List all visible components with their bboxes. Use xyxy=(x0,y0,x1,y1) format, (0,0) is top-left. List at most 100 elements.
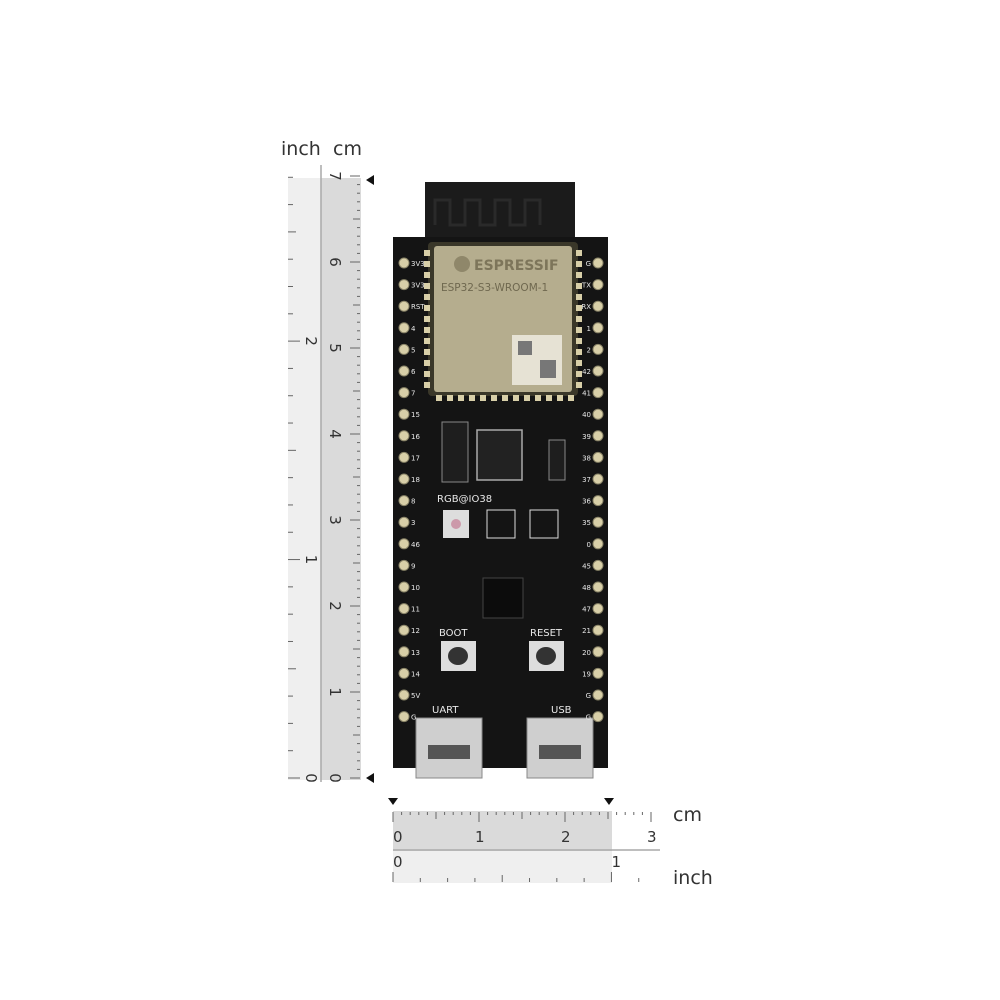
pin-label: RX xyxy=(581,303,591,311)
header-pin xyxy=(592,711,604,723)
header-pin xyxy=(592,300,604,312)
header-pin xyxy=(592,257,604,269)
module-pad xyxy=(576,305,582,311)
pin-label: 14 xyxy=(411,670,420,678)
module-pad xyxy=(576,338,582,344)
pin-label: 19 xyxy=(582,670,591,678)
usb-micro-usb-port[interactable] xyxy=(526,717,594,779)
header-pin xyxy=(398,711,410,723)
header-pin xyxy=(398,300,410,312)
module-pad xyxy=(546,395,552,401)
header-pin xyxy=(592,667,604,679)
module-pad xyxy=(535,395,541,401)
module-pad xyxy=(424,338,430,344)
pin-label: 2 xyxy=(587,346,591,354)
module-pad xyxy=(576,283,582,289)
inch-tick-label-h: 1 xyxy=(611,853,621,871)
header-pin xyxy=(592,365,604,377)
module-pad xyxy=(424,349,430,355)
module-pad xyxy=(436,395,442,401)
pin-label: 11 xyxy=(411,606,420,614)
cm-tick-label-h: 2 xyxy=(561,828,571,846)
inch-tick-label-h: 0 xyxy=(393,853,403,871)
pin-label: G xyxy=(586,692,591,700)
module-pad xyxy=(424,316,430,322)
cm-tick-label: 7 xyxy=(326,171,344,181)
header-pin xyxy=(592,473,604,485)
pin-label: 7 xyxy=(411,390,415,398)
pin-label: 41 xyxy=(582,390,591,398)
pin-label: 40 xyxy=(582,411,591,419)
pin-label: 36 xyxy=(582,498,591,506)
module-brand: ESPRESSIF xyxy=(474,258,559,274)
module-pad xyxy=(458,395,464,401)
header-pin xyxy=(398,451,410,463)
pin-label: 39 xyxy=(582,433,591,441)
pin-label: 21 xyxy=(582,627,591,635)
module-pad xyxy=(480,395,486,401)
header-pin xyxy=(398,365,410,377)
header-pin xyxy=(592,516,604,528)
uart-micro-usb-port[interactable] xyxy=(415,717,483,779)
header-pin xyxy=(398,408,410,420)
ruler-unit-cm-h: cm xyxy=(673,804,702,826)
module-pad xyxy=(524,395,530,401)
module-pad xyxy=(424,272,430,278)
module-pad xyxy=(557,395,563,401)
uart-label: UART xyxy=(432,705,459,716)
header-pin xyxy=(398,343,410,355)
header-pin xyxy=(592,495,604,507)
cm-tick-label: 0 xyxy=(326,773,344,783)
module-pad xyxy=(576,316,582,322)
header-pin xyxy=(592,279,604,291)
header-pin xyxy=(398,667,410,679)
ruler-unit-cm: cm xyxy=(333,138,362,160)
boot-button[interactable] xyxy=(441,641,476,671)
cm-tick-label: 1 xyxy=(326,687,344,697)
antenna xyxy=(425,182,575,242)
pin-label: 10 xyxy=(411,584,420,592)
inch-tick-label: 2 xyxy=(302,336,320,346)
pin-label: G xyxy=(586,260,591,268)
ruler-unit-inch-h: inch xyxy=(673,867,713,889)
pin-label: 3 xyxy=(411,519,415,527)
module-pad xyxy=(424,250,430,256)
pin-label: 0 xyxy=(587,541,591,549)
header-pin xyxy=(592,343,604,355)
usb-uart-chip xyxy=(482,577,524,619)
module-pad xyxy=(568,395,574,401)
header-pin xyxy=(592,538,604,550)
header-pin xyxy=(398,430,410,442)
module-pad xyxy=(576,382,582,388)
pin-label: 15 xyxy=(411,411,420,419)
header-pin xyxy=(398,322,410,334)
bottom-marker-icon xyxy=(366,773,374,783)
cm-tick-label: 6 xyxy=(326,257,344,267)
header-pin xyxy=(398,581,410,593)
pin-label: TX xyxy=(581,282,591,290)
header-pin xyxy=(592,624,604,636)
reset-button[interactable] xyxy=(529,641,564,671)
header-pin xyxy=(398,538,410,550)
header-pin xyxy=(592,387,604,399)
module-pad xyxy=(424,382,430,388)
module-pad xyxy=(424,371,430,377)
cm-tick-label: 5 xyxy=(326,343,344,353)
module-pad xyxy=(576,294,582,300)
pin-label: 38 xyxy=(582,454,591,462)
module-pad xyxy=(576,261,582,267)
pin-label: 8 xyxy=(411,498,415,506)
pin-label: 20 xyxy=(582,649,591,657)
pin-label: 5 xyxy=(411,346,415,354)
pin-label: 48 xyxy=(582,584,591,592)
rgb-label: RGB@IO38 xyxy=(437,494,492,505)
reset-label: RESET xyxy=(530,628,563,639)
header-pin xyxy=(398,495,410,507)
header-pin xyxy=(592,559,604,571)
module-pad xyxy=(491,395,497,401)
right-marker-icon xyxy=(604,798,614,805)
pin-label: 37 xyxy=(582,476,591,484)
pin-label: 42 xyxy=(582,368,591,376)
